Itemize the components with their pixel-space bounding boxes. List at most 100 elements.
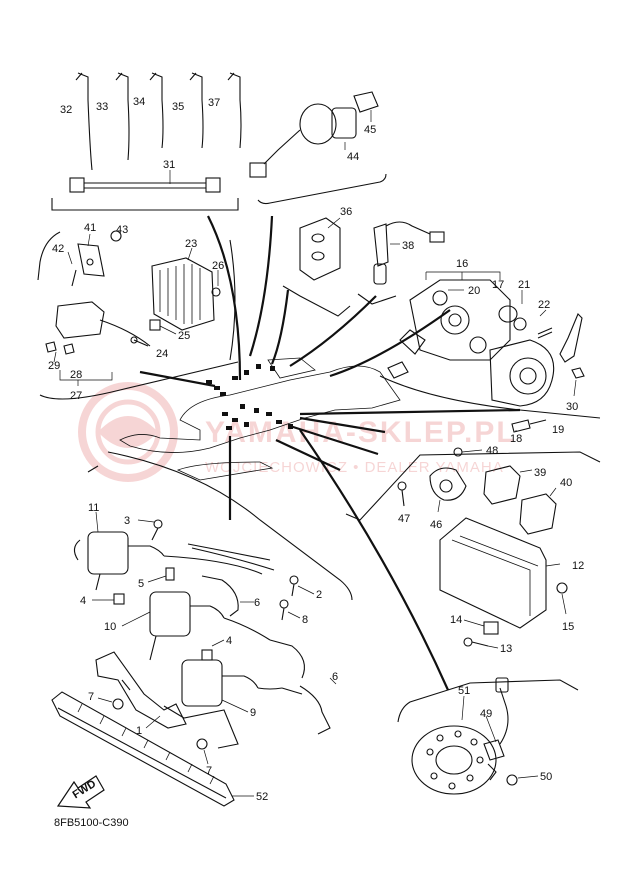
callout-3: 3	[124, 515, 130, 527]
callout-44: 44	[347, 151, 359, 163]
callout-46: 46	[430, 519, 442, 531]
coupler-holder-36	[299, 217, 341, 281]
coil-bracket-1	[95, 651, 239, 749]
relay-bracket-41	[77, 233, 105, 277]
ecu-12	[439, 517, 561, 629]
coupler-39	[483, 465, 533, 505]
callout-28: 28	[70, 369, 82, 381]
callout-35: 35	[172, 101, 184, 113]
callout-34: 34	[133, 96, 145, 108]
callout-7-right: 7	[206, 765, 212, 777]
callout-33: 33	[96, 101, 108, 113]
watermark-title: YAMAHA-SKLEP.PL	[205, 416, 517, 449]
rectifier-regulator-23	[151, 247, 215, 331]
harness-leaders	[139, 215, 521, 691]
bolt-18-19	[511, 419, 547, 433]
callout-51: 51	[458, 685, 470, 697]
callout-9: 9	[250, 707, 256, 719]
collar-5	[147, 567, 175, 583]
wire-bands-32-37	[75, 72, 242, 171]
ignition-coil-9	[181, 659, 259, 713]
main-switch-44	[249, 91, 379, 178]
callout-labels: 32 33 34 35 37 31 45 44 36 38 41 43 42 2…	[48, 96, 584, 803]
nut-7	[97, 697, 209, 765]
watermark-subtitle: WOJCIECHOWICZ • DEALER YAMAHA	[205, 459, 504, 476]
bolt-47	[397, 481, 407, 507]
callout-38: 38	[402, 240, 414, 252]
high-tension-cords	[163, 543, 283, 690]
sensor-38	[373, 221, 445, 285]
nut-43	[110, 230, 122, 242]
callout-29: 29	[48, 360, 60, 372]
callout-12: 12	[572, 560, 584, 572]
nut-26	[211, 270, 221, 297]
washer-48	[453, 447, 483, 457]
figure-code: 8FB5100-C390	[54, 817, 129, 829]
callout-22: 22	[538, 299, 550, 311]
callout-23: 23	[185, 238, 197, 250]
callout-52: 52	[256, 791, 268, 803]
ignition-coil-10	[121, 591, 225, 661]
callout-50: 50	[540, 771, 552, 783]
bolt-42	[67, 251, 77, 287]
watermark: YAMAHA-SKLEP.PL WOJCIECHOWICZ • DEALER Y…	[78, 382, 517, 482]
callout-27: 27	[70, 390, 82, 402]
collar-4	[92, 593, 225, 661]
callout-6-lower: 6	[332, 671, 338, 683]
callout-21: 21	[518, 279, 530, 291]
callout-45: 45	[364, 124, 376, 136]
cover-52	[51, 691, 254, 807]
callout-26: 26	[212, 260, 224, 272]
callout-31: 31	[163, 159, 175, 171]
fwd-arrow-icon: FWD	[56, 775, 105, 809]
collar-14	[463, 619, 499, 635]
callout-47: 47	[398, 513, 410, 525]
callout-49: 49	[480, 708, 492, 720]
bolt-50	[506, 774, 539, 786]
bolt-24	[130, 336, 149, 347]
callout-30: 30	[566, 401, 578, 413]
throttle-body-16	[387, 271, 555, 407]
callout-5: 5	[138, 578, 144, 590]
sensor-bracket-30	[559, 313, 585, 397]
callout-17: 17	[492, 279, 504, 291]
wire-harness-31	[69, 170, 221, 193]
callout-43: 43	[116, 224, 128, 236]
callout-2: 2	[316, 589, 322, 601]
callout-16: 16	[456, 258, 468, 270]
relay-27	[45, 301, 151, 386]
callout-1: 1	[136, 725, 142, 737]
nut-15	[556, 582, 568, 615]
callout-13: 13	[500, 643, 512, 655]
callout-19: 19	[552, 424, 564, 436]
callout-10: 10	[104, 621, 116, 633]
spark-plug-caps-6	[201, 575, 337, 735]
rotor-51	[411, 695, 497, 795]
callout-42: 42	[52, 243, 64, 255]
main-harness	[119, 357, 401, 481]
pickup-sensor-49	[483, 677, 509, 781]
callout-7-left: 7	[88, 691, 94, 703]
cover-40	[519, 487, 557, 535]
ignition-coil-11	[73, 511, 165, 591]
callout-41: 41	[84, 222, 96, 234]
callout-4-upper: 4	[80, 595, 86, 607]
sensor-46	[429, 467, 467, 513]
bolt-8	[279, 599, 301, 621]
callout-48: 48	[486, 445, 498, 457]
bolt-3	[137, 519, 163, 541]
callout-37: 37	[208, 97, 220, 109]
callout-8: 8	[302, 614, 308, 626]
callout-14: 14	[450, 614, 462, 626]
callout-18: 18	[510, 433, 522, 445]
callout-20: 20	[468, 285, 480, 297]
bolt-13	[463, 637, 499, 649]
callout-6-upper: 6	[254, 597, 260, 609]
group-brackets	[37, 173, 601, 723]
collar-25	[149, 319, 177, 335]
callout-15: 15	[562, 621, 574, 633]
callout-32: 32	[60, 104, 72, 116]
bolt-2	[289, 575, 315, 597]
callout-4-lower: 4	[226, 635, 232, 647]
callout-40: 40	[560, 477, 572, 489]
